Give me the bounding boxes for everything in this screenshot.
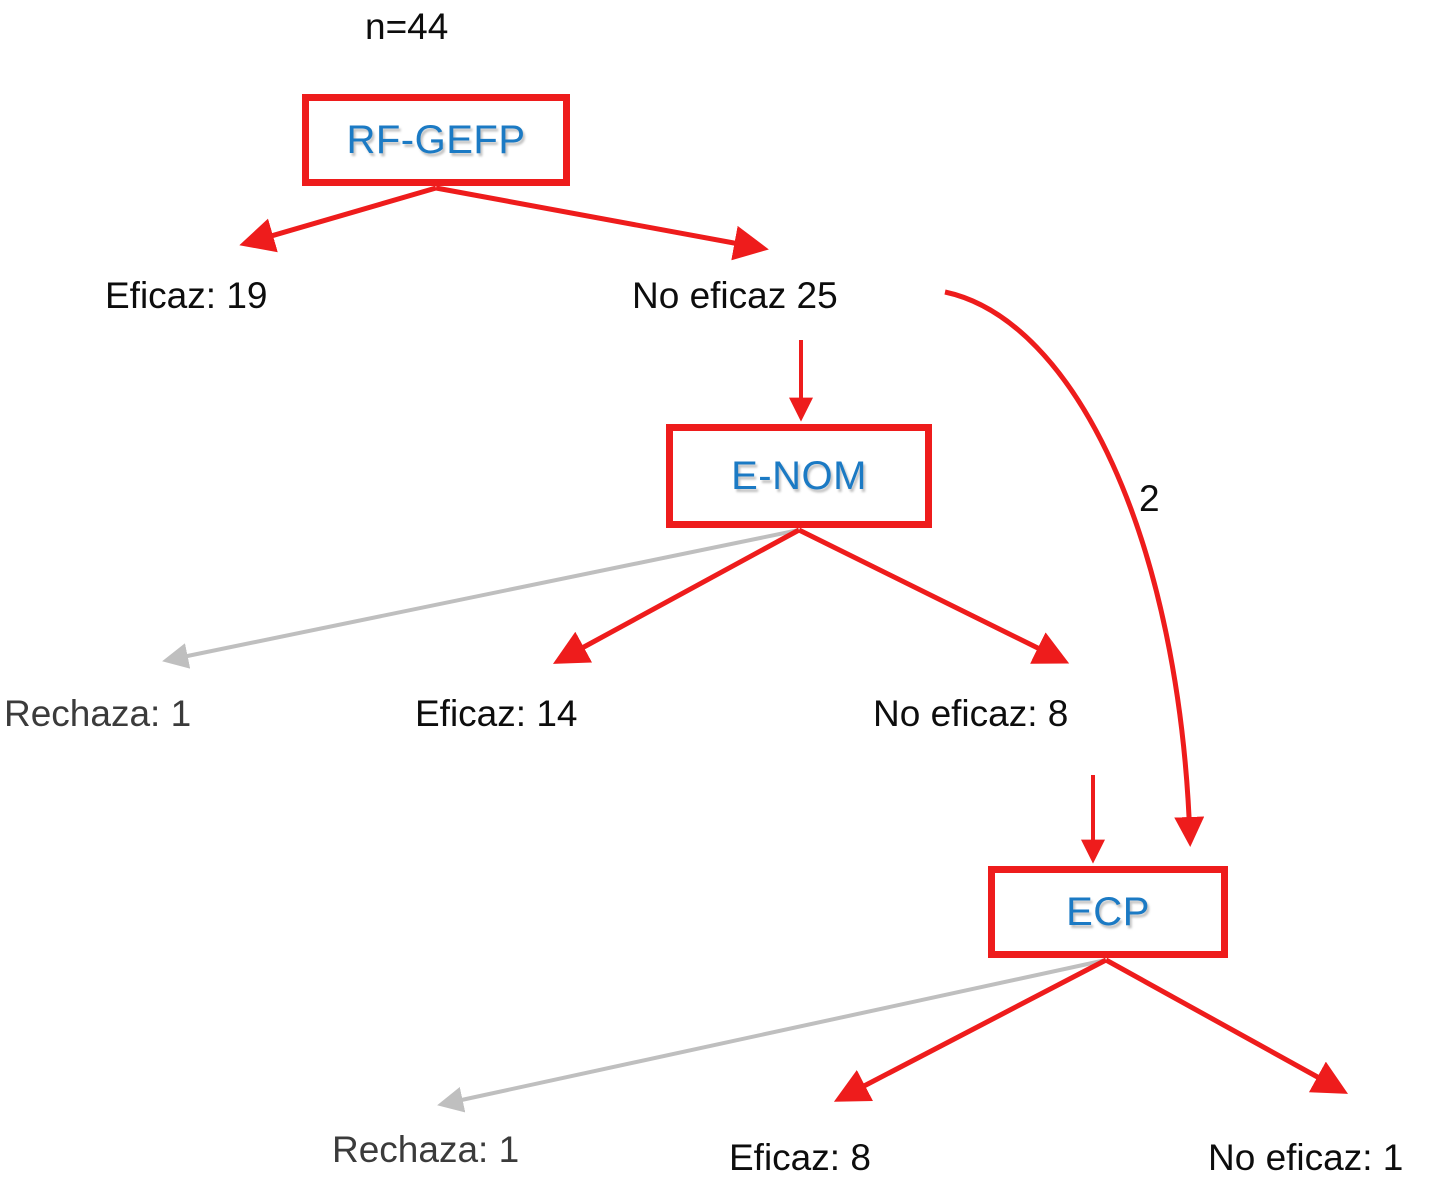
edge-ecp-to-rechaza	[437, 958, 1107, 1113]
node-ecp[interactable]: ECP	[988, 866, 1228, 958]
leaf-enom-noeficaz: No eficaz: 8	[873, 693, 1069, 734]
node-rf-gefp-label: RF-GEFP	[346, 117, 526, 162]
node-rf-gefp[interactable]: RF-GEFP	[302, 94, 570, 186]
node-e-nom-label: E-NOM	[731, 453, 867, 498]
edge-label-curved-count: 2	[1139, 478, 1160, 519]
edge-enom-to-rechaza	[162, 528, 800, 669]
edge-curved-to-ecp	[944, 289, 1205, 847]
leaf-enom-rechaza: Rechaza: 1	[4, 693, 192, 734]
sample-size-caption: n=44	[365, 6, 449, 47]
edge-enom-to-noeficaz	[797, 527, 1070, 664]
node-ecp-label: ECP	[1066, 889, 1150, 934]
leaf-ecp-rechaza: Rechaza: 1	[332, 1129, 520, 1170]
edge-ecp-to-eficaz	[833, 957, 1108, 1102]
leaf-ecp-noeficaz: No eficaz: 1	[1208, 1137, 1404, 1178]
edge-rfgefp-to-noeficaz	[435, 185, 769, 261]
leaf-rf-noeficaz: No eficaz 25	[632, 275, 838, 316]
leaf-ecp-eficaz: Eficaz: 8	[729, 1137, 871, 1178]
leaf-rf-eficaz: Eficaz: 19	[105, 275, 268, 316]
edge-ecp-to-noeficaz	[1104, 957, 1349, 1094]
edge-rfgefp-to-eficaz	[239, 185, 437, 253]
node-e-nom[interactable]: E-NOM	[666, 424, 932, 528]
leaf-enom-eficaz: Eficaz: 14	[415, 693, 578, 734]
edge-enom-to-eficaz	[552, 527, 801, 664]
